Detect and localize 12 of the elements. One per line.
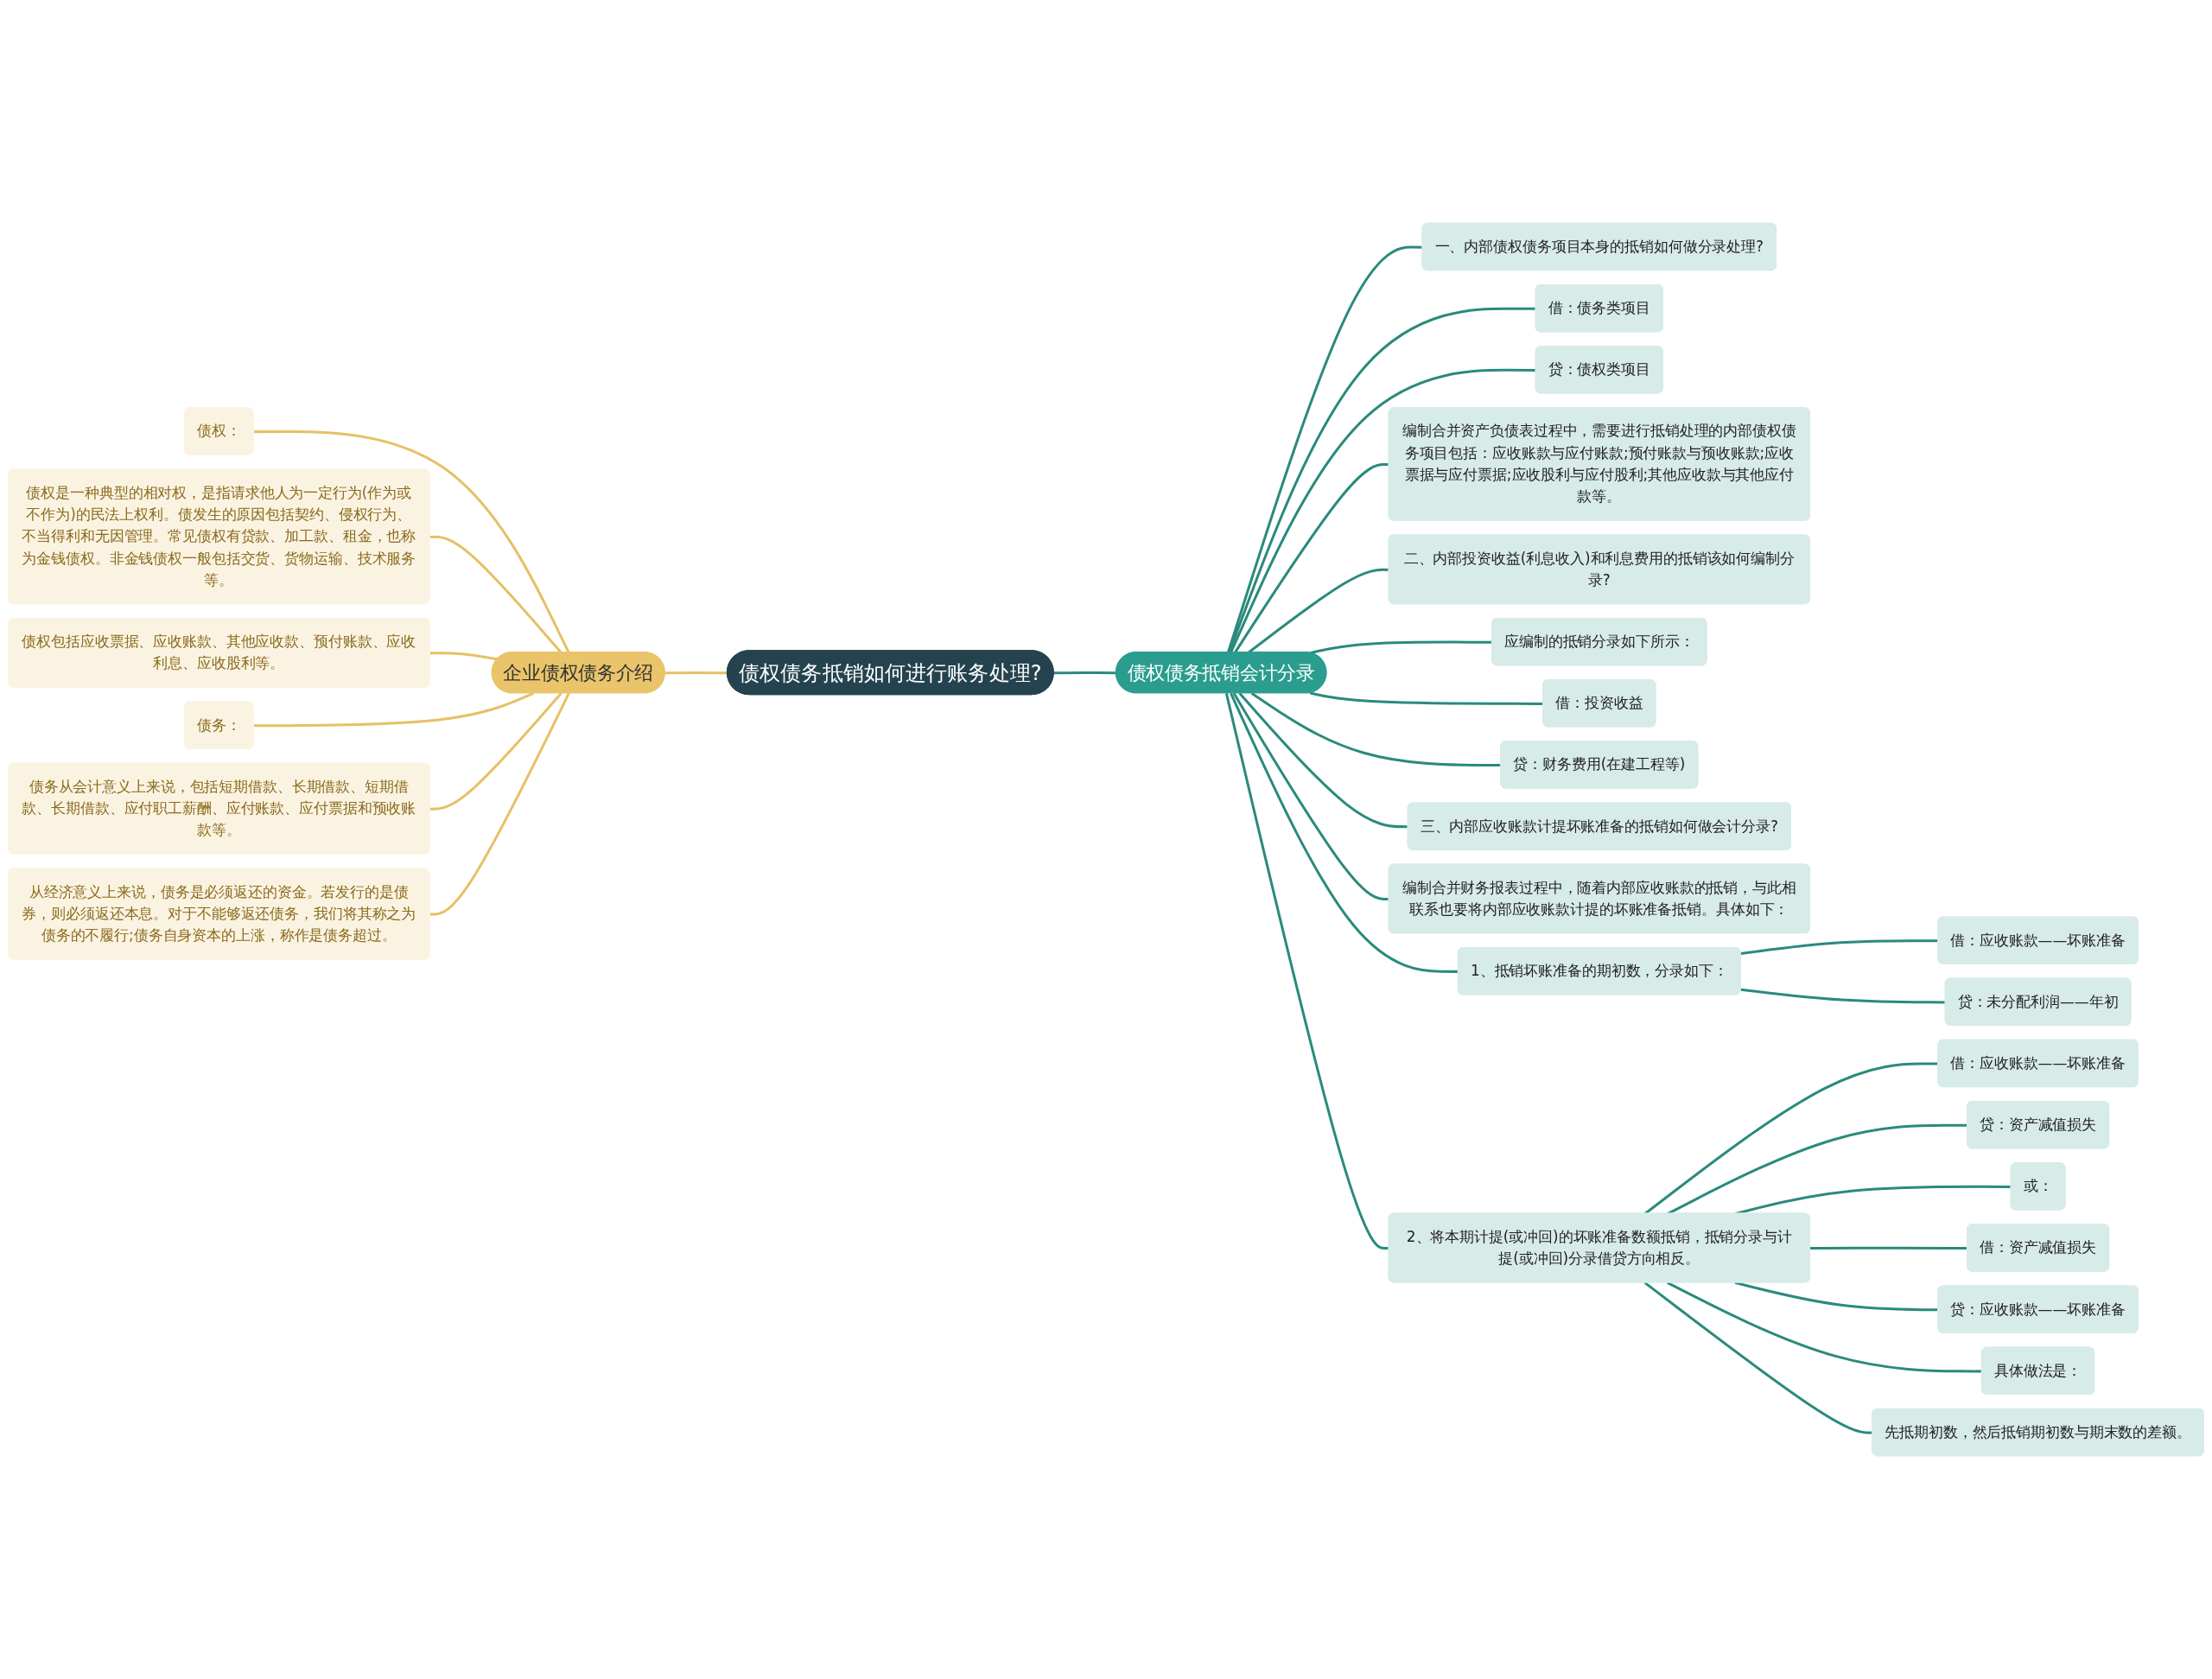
- connector: [1228, 307, 1536, 653]
- connector: [1224, 693, 1389, 1250]
- connector: [429, 652, 499, 661]
- connector: [429, 692, 570, 916]
- connector: [253, 430, 570, 653]
- connector: [1230, 368, 1536, 653]
- connector: [1232, 692, 1389, 901]
- connector: [253, 691, 534, 728]
- connector: [429, 692, 563, 811]
- connector: [1740, 988, 1946, 1004]
- connector: [1238, 692, 1408, 829]
- connector: [1226, 245, 1423, 653]
